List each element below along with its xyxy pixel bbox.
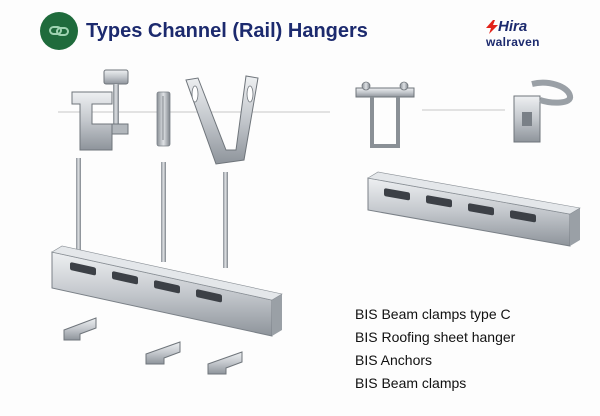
threaded-rod	[161, 162, 166, 262]
product-item-roofing-sheet-hanger: BIS Roofing sheet hanger	[355, 329, 516, 345]
beam-clamp	[207, 351, 243, 375]
product-list: BIS Beam clamps type C BIS Roofing sheet…	[355, 303, 515, 395]
slide-title: Types Channel (Rail) Hangers	[86, 20, 368, 42]
chain-link-icon	[40, 12, 78, 50]
logo-brand-top: Hira	[498, 18, 528, 35]
threaded-rod	[76, 158, 81, 254]
hira-logo-mark-icon	[486, 20, 498, 34]
product-item-beam-clamps-type-c: BIS Beam clamps type C	[355, 306, 511, 322]
brand-logo: Hira walraven	[486, 18, 562, 52]
beam-clamp	[63, 317, 97, 341]
slotted-channel-left	[51, 245, 283, 337]
anchor	[156, 91, 171, 147]
threaded-rod	[223, 172, 228, 268]
logo-brand-bottom: walraven	[486, 35, 540, 49]
u-bolt-hanger	[355, 81, 415, 148]
roofing-sheet-hanger	[185, 75, 259, 165]
product-item-beam-clamps: BIS Beam clamps	[355, 375, 467, 391]
beam-clamp	[145, 341, 181, 365]
channel-clamp	[513, 79, 573, 143]
beam-clamp-type-c	[71, 69, 129, 151]
product-item-anchors: BIS Anchors	[355, 352, 433, 368]
slotted-channel-right	[367, 171, 581, 247]
